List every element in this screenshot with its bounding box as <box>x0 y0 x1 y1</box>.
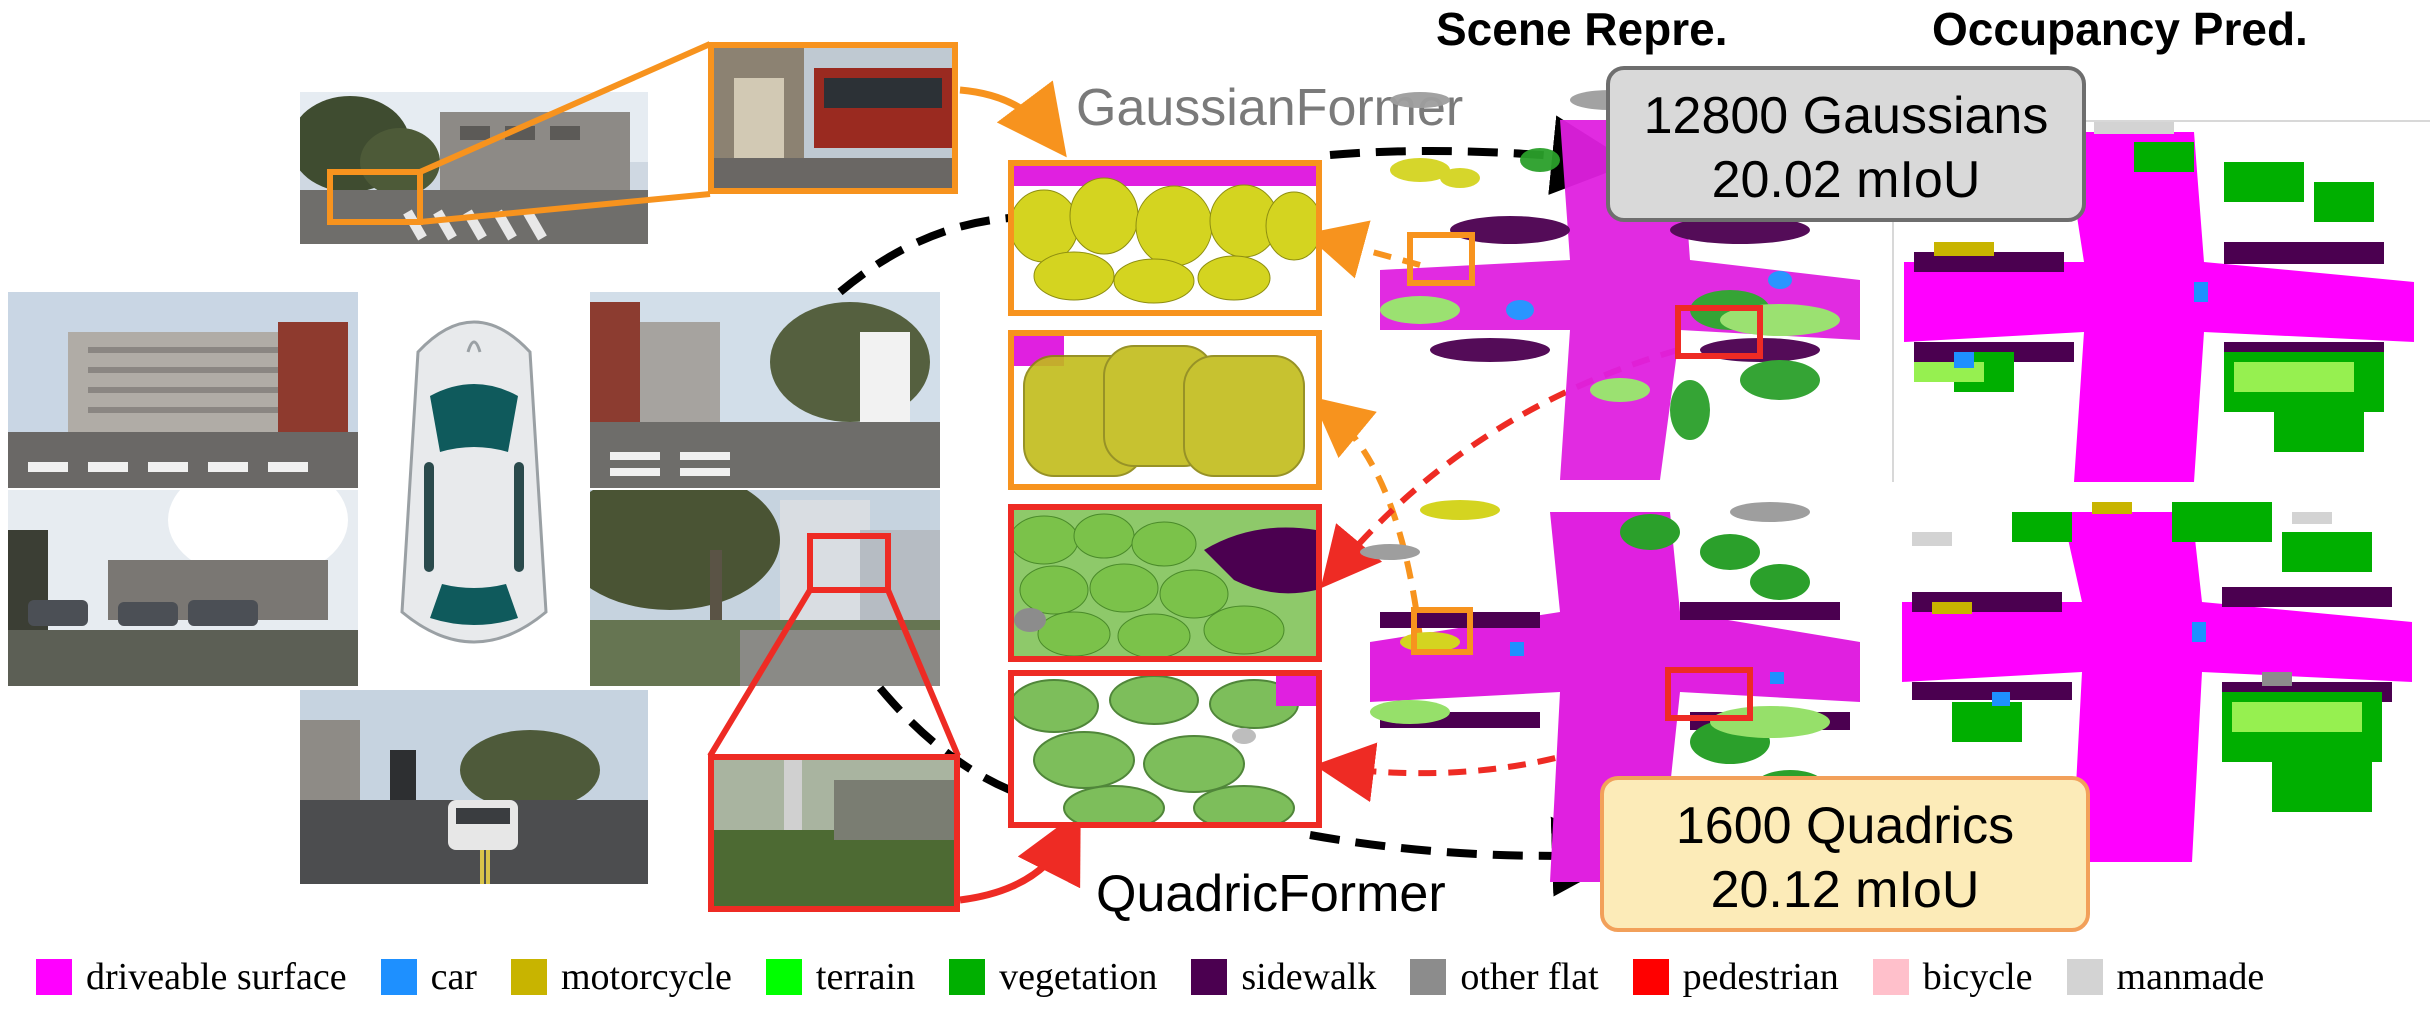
legend-swatch <box>949 959 986 995</box>
quadric-stats-callout: 1600 Quadrics 20.12 mIoU <box>1600 776 2090 932</box>
camera-back-left <box>8 490 358 686</box>
quadric-occupancy-prediction <box>1892 492 2428 862</box>
legend-swatch <box>510 959 547 995</box>
quadricformer-label: QuadricFormer <box>1096 865 1446 923</box>
gaussianformer-label: GaussianFormer <box>1076 79 1464 137</box>
legend-swatch <box>1191 959 1228 995</box>
legend-swatch <box>1872 959 1909 995</box>
camera-back <box>300 690 648 884</box>
quadric-zoom-panel-1 <box>1008 504 1322 662</box>
legend-item: bicycle <box>1872 955 2033 999</box>
gaussian-stats-callout: 12800 Gaussians 20.02 mIoU <box>1606 66 2086 222</box>
camera-front-right-image <box>590 292 940 488</box>
quadric-zoom-panel-2 <box>1008 670 1322 828</box>
quadric-zoom-image-2 <box>1014 676 1316 822</box>
camera-front-left <box>8 292 358 488</box>
legend-label: car <box>430 956 477 998</box>
legend-item: terrain <box>765 955 916 999</box>
legend-label: terrain <box>815 956 916 998</box>
quadric-occupancy-image <box>1902 502 2412 862</box>
legend-label: other flat <box>1460 956 1599 998</box>
back-right-crop-box <box>807 533 891 593</box>
ego-car-icon <box>358 292 590 688</box>
legend-label: sidewalk <box>1241 956 1377 998</box>
legend-label: vegetation <box>999 956 1158 998</box>
gaussian-miou: 20.02 mIoU <box>1711 151 1981 209</box>
legend-item: sidewalk <box>1191 955 1376 999</box>
zoom-back-right-image <box>714 760 954 906</box>
legend-swatch <box>1410 959 1447 995</box>
legend-swatch <box>2066 959 2103 995</box>
gaussian-zoom-image-1 <box>1014 166 1316 310</box>
legend-label: driveable surface <box>86 956 347 998</box>
gaussian-scene-orange-crop <box>1407 232 1475 286</box>
quadric-scene-red-crop <box>1665 667 1753 721</box>
legend-item: driveable surface <box>36 955 347 999</box>
legend-swatch <box>36 959 72 995</box>
quadric-scene-orange-crop <box>1411 607 1473 655</box>
zoom-front-image <box>714 48 952 188</box>
zoom-front-crop <box>708 42 958 194</box>
class-legend: driveable surface car motorcycle terrain veg… <box>36 952 2298 1002</box>
legend-swatch <box>1632 959 1669 995</box>
gaussian-occupancy-image <box>1904 122 2414 482</box>
front-crop-box <box>327 169 423 225</box>
quadric-scene-representation <box>1350 492 1890 892</box>
gaussian-occupancy-prediction <box>1892 120 2430 482</box>
zoom-back-right-crop <box>708 754 960 912</box>
gaussian-zoom-image-2 <box>1014 336 1316 484</box>
scene-repre-header: Scene Repre. <box>1436 3 1728 55</box>
legend-item: motorcycle <box>510 955 732 999</box>
legend-item: pedestrian <box>1632 955 1839 999</box>
legend-item: vegetation <box>949 955 1157 999</box>
gaussian-zoom-panel-2 <box>1008 330 1322 490</box>
legend-item: car <box>380 955 477 999</box>
gaussian-zoom-panel-1 <box>1008 160 1322 316</box>
legend-label: motorcycle <box>560 956 732 998</box>
camera-back-left-image <box>8 490 358 686</box>
legend-item: other flat <box>1410 955 1599 999</box>
camera-front-right <box>590 292 940 488</box>
ego-vehicle <box>358 292 590 688</box>
gaussian-count: 12800 Gaussians <box>1643 87 2049 145</box>
gaussian-scene-red-crop <box>1675 305 1763 359</box>
legend-label: bicycle <box>1922 956 2033 998</box>
quadric-scene-image <box>1360 500 1860 882</box>
legend-label: manmade <box>2116 956 2265 998</box>
legend-label: pedestrian <box>1682 956 1839 998</box>
camera-front-left-image <box>8 292 358 488</box>
legend-swatch <box>380 959 417 995</box>
legend-swatch <box>765 959 802 995</box>
quadric-zoom-image-1 <box>1014 510 1316 656</box>
legend-item: manmade <box>2066 955 2265 999</box>
quadric-miou: 20.12 mIoU <box>1710 861 1980 919</box>
quadric-count: 1600 Quadrics <box>1675 797 2015 855</box>
camera-back-image <box>300 690 648 884</box>
occupancy-pred-header: Occupancy Pred. <box>1932 3 2308 55</box>
